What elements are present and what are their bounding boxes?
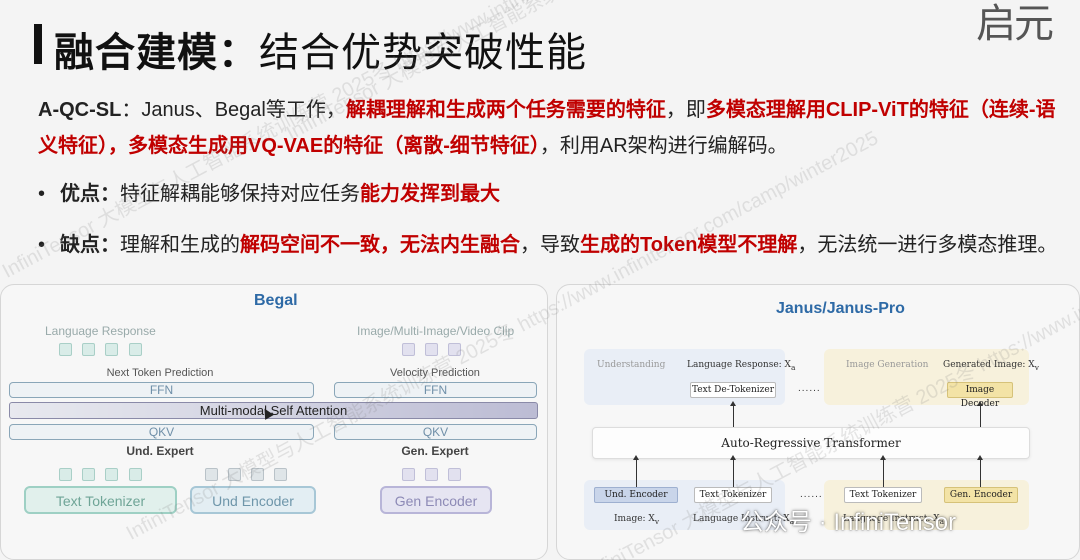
janus-text-tokenizer-right: Text Tokenizer: [844, 487, 922, 503]
begal-und-expert: Und. Expert: [126, 444, 194, 458]
bullet-highlight: 能力发挥到最大: [360, 183, 500, 205]
bullet-text: 理解和生成的: [120, 234, 240, 256]
begal-language-response: Language Response: [45, 324, 156, 338]
janus-lang-resp-sub: a: [790, 362, 796, 372]
janus-image-decoder: Image Decoder: [947, 382, 1013, 409]
token-square: [59, 468, 72, 481]
begal-title: Begal: [254, 292, 298, 309]
begal-next-token: Next Token Prediction: [106, 367, 214, 379]
bullet-text: ，无法统一进行多模态推理。: [797, 234, 1058, 256]
janus-image-generation-label: Image Generation: [846, 360, 929, 370]
arrow-up-icon: [730, 401, 736, 427]
token-square: [402, 343, 415, 356]
janus-gen-encoder: Gen. Encoder: [944, 487, 1018, 503]
bullet-pros: • 优点：特征解耦能够保持对应任务能力发挥到最大: [38, 177, 500, 206]
janus-title: Janus/Janus-Pro: [776, 300, 905, 317]
begal-ffn-gen: FFN: [334, 382, 537, 398]
para-text-3: ，利用AR架构进行编解码。: [539, 135, 788, 157]
token-square: [105, 343, 118, 356]
begal-qkv-und: QKV: [9, 424, 314, 440]
begal-gen-encoder: Gen Encoder: [380, 486, 492, 514]
janus-lang-instruct-sub: a: [939, 516, 945, 526]
janus-image-x-sub: v: [654, 516, 660, 526]
token-square: [129, 468, 142, 481]
begal-und-encoder: Und Encoder: [190, 486, 316, 514]
arrow-up-icon: [730, 455, 736, 487]
intro-paragraph: A-QC-SL：Janus、Begal等工作，解耦理解和生成两个任务需要的特征，…: [38, 92, 1068, 164]
janus-und-encoder: Und. Encoder: [594, 487, 678, 503]
token-square: [205, 468, 218, 481]
para-text-1: ：Janus、Begal等工作，: [121, 99, 346, 121]
janus-lang-instruct-left: Language Instruct: Xa: [693, 514, 794, 526]
bullet-highlight: 解码空间不一致，无法内生融合: [240, 234, 520, 256]
bullet-dot: •: [38, 183, 46, 205]
brand-logo: 启元: [976, 1, 1054, 47]
para-text-2: ，即: [665, 99, 706, 121]
token-square: [274, 468, 287, 481]
janus-lang-instruct-right: Language Instruct: Xa: [843, 514, 944, 526]
token-square: [448, 343, 461, 356]
begal-ffn-und: FFN: [9, 382, 314, 398]
token-square: [448, 468, 461, 481]
token-square: [82, 343, 95, 356]
para-lead: A-QC-SL: [38, 99, 122, 121]
para-highlight-2: 多模态理解用CLIP-ViT的特征（连续-语义特征），多模态生成用VQ-VAE的…: [38, 99, 1056, 157]
para-highlight-1: 解耦理解和生成两个任务需要的特征: [345, 99, 666, 121]
janus-ar-transformer: Auto-Regressive Transformer: [592, 427, 1030, 459]
token-square: [82, 468, 95, 481]
janus-lang-resp-label: Language Response: Xa: [687, 360, 795, 372]
bullet-text: ，导致: [520, 234, 580, 256]
janus-text-tokenizer-left: Text Tokenizer: [694, 487, 772, 503]
slide-title-bar: 融合建模：结合优势突破性能: [32, 14, 752, 75]
token-square: [105, 468, 118, 481]
arrow-up-icon: [977, 455, 983, 487]
bullet-dot: •: [38, 234, 46, 256]
janus-gen-image-sub: v: [1034, 362, 1039, 372]
janus-dots: ......: [800, 489, 823, 500]
janus-gen-image-text: Generated Image: X: [943, 360, 1035, 370]
janus-lang-instruct-text: Language Instruct: X: [843, 514, 940, 524]
begal-image-clip: Image/Multi-Image/Video Clip: [357, 324, 515, 338]
janus-gen-image-label: Generated Image: Xv: [943, 360, 1039, 372]
token-square: [425, 468, 438, 481]
token-square: [228, 468, 241, 481]
slide-title-sub: 结合优势突破性能: [259, 31, 587, 75]
bullet-label: 优点：: [60, 183, 120, 205]
bullet-cons: • 缺点：理解和生成的解码空间不一致，无法内生融合，导致生成的Token模型不理解…: [38, 228, 1057, 257]
arrow-up-icon: [880, 455, 886, 487]
wechat-credit: 公众号 · InfiniTensor: [740, 509, 957, 536]
begal-diagram-panel: [0, 284, 548, 560]
bullet-text: 特征解耦能够保持对应任务: [120, 183, 360, 205]
begal-gen-expert: Gen. Expert: [401, 444, 469, 458]
slide-title-main: 融合建模：: [54, 31, 259, 75]
bullet-label: 缺点：: [60, 234, 120, 256]
janus-lang-instruct-text: Language Instruct: X: [693, 514, 790, 524]
token-square: [59, 343, 72, 356]
token-square: [425, 343, 438, 356]
title-bar-mark: [34, 24, 42, 64]
bullet-highlight: 生成的Token模型不理解: [580, 234, 798, 256]
begal-qkv-gen: QKV: [334, 424, 537, 440]
begal-velocity: Velocity Prediction: [390, 367, 480, 379]
janus-image-x-text: Image: X: [614, 514, 655, 524]
token-square: [402, 468, 415, 481]
janus-image-input-left: Image: Xv: [614, 514, 659, 526]
janus-understanding-label: Understanding: [597, 360, 666, 370]
token-square: [129, 343, 142, 356]
janus-lang-instruct-sub: a: [789, 516, 795, 526]
begal-self-attention: Multi-modal Self Attention: [9, 402, 538, 419]
janus-text-detokenizer: Text De-Tokenizer: [690, 382, 776, 398]
arrow-up-icon: [977, 401, 983, 427]
slide-title: 融合建模：结合优势突破性能: [54, 20, 587, 78]
janus-dots: ......: [798, 383, 821, 394]
token-square: [251, 468, 264, 481]
begal-text-tokenizer: Text Tokenizer: [24, 486, 177, 514]
arrow-up-icon: [633, 455, 639, 487]
janus-lang-resp-text: Language Response: X: [687, 360, 791, 370]
